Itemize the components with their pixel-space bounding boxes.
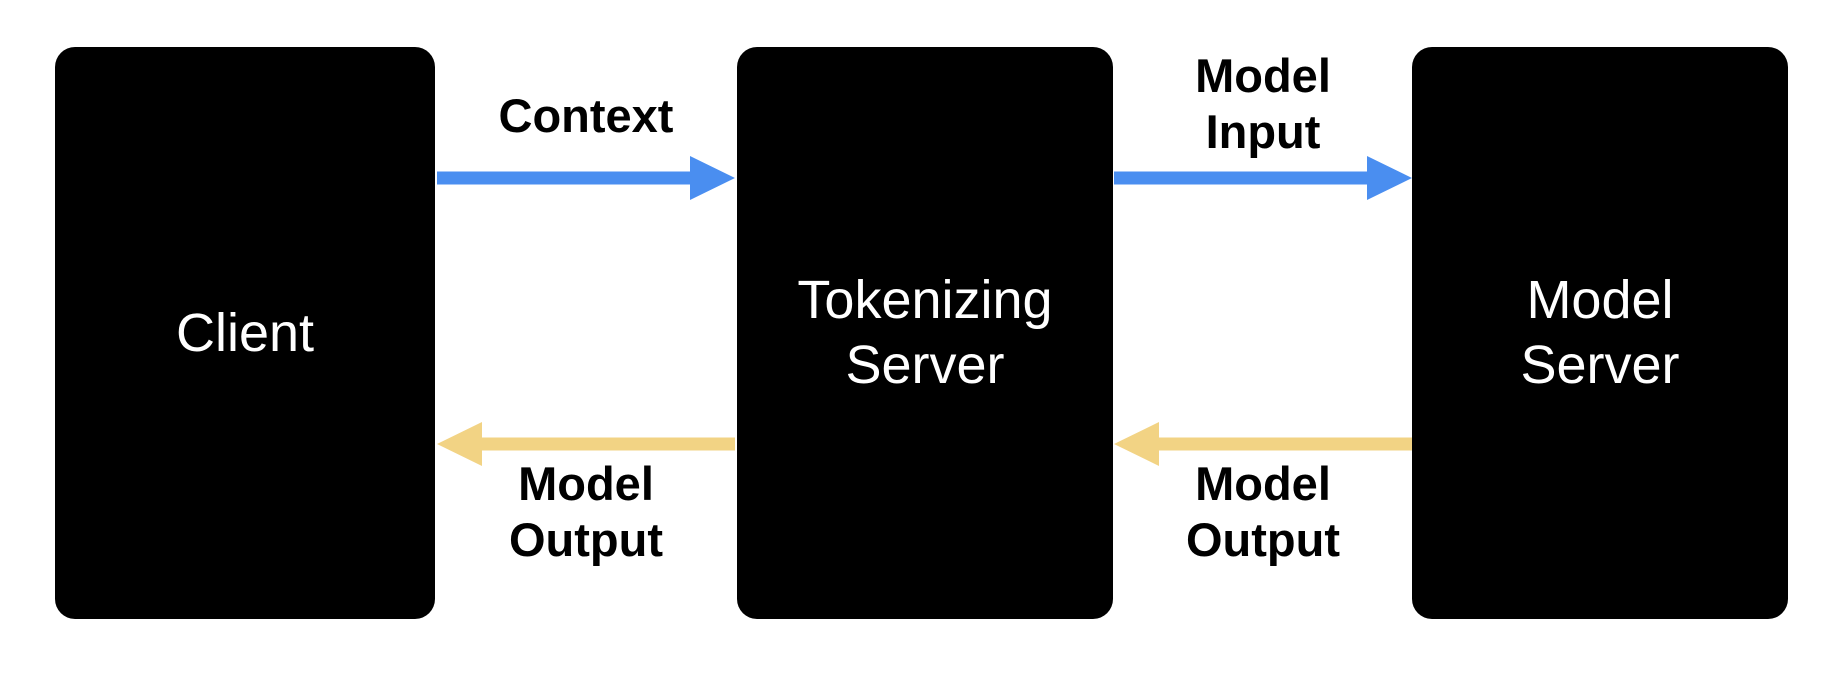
arrow-left-model-output-2 xyxy=(1114,422,1412,466)
node-model-server-label-line2: Server xyxy=(1520,335,1680,395)
edge-label-model-output-left-line2: Output xyxy=(509,513,663,566)
arrow-right-model-input-shape xyxy=(1114,156,1412,200)
edge-label-model-input: Model Input xyxy=(1114,48,1412,160)
arrow-left-model-output xyxy=(437,422,735,466)
node-client-label: Client xyxy=(175,302,315,363)
node-model-server: Model Server xyxy=(1412,47,1788,619)
edge-label-model-output-right: Model Output xyxy=(1114,456,1412,568)
edge-label-context: Context xyxy=(437,88,735,144)
edge-label-model-output-right-line2: Output xyxy=(1186,513,1340,566)
edge-label-model-input-line1: Model xyxy=(1195,49,1331,102)
node-tokenizing-server-label-line1: Tokenizing xyxy=(797,270,1053,330)
node-model-server-label-line1: Model xyxy=(1526,270,1674,330)
node-client: Client xyxy=(55,47,435,619)
edge-label-model-input-line2: Input xyxy=(1205,105,1321,158)
arrow-right-context xyxy=(437,156,735,200)
arrow-right-context-shape xyxy=(437,156,735,200)
arrow-left-model-output-shape xyxy=(437,422,735,466)
edge-label-context-line1: Context xyxy=(498,89,674,142)
edge-label-model-output-left: Model Output xyxy=(437,456,735,568)
edge-label-model-output-right-line1: Model xyxy=(1195,457,1331,510)
arrow-right-model-input xyxy=(1114,156,1412,200)
edge-label-model-output-left-line1: Model xyxy=(518,457,654,510)
node-tokenizing-server-label-line2: Server xyxy=(845,335,1005,395)
arrow-left-model-output-2-shape xyxy=(1114,422,1412,466)
node-tokenizing-server: Tokenizing Server xyxy=(737,47,1113,619)
